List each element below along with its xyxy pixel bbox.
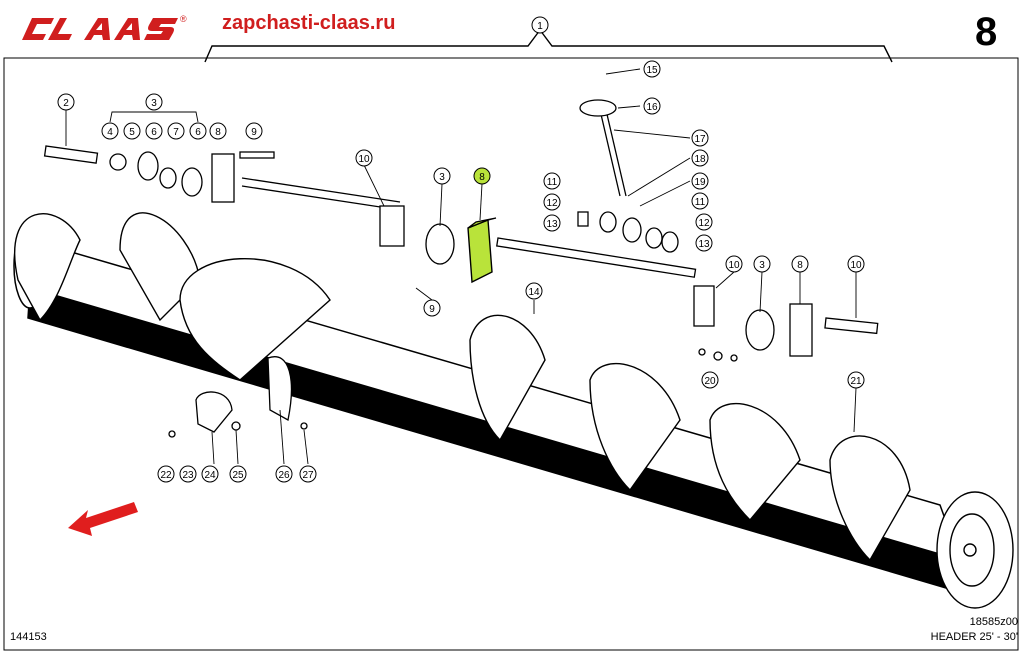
callout-11a: 11 — [547, 177, 558, 188]
model-label: HEADER 25' - 30' — [930, 631, 1018, 643]
callout-20: 20 — [704, 376, 716, 387]
callout-10c: 10 — [850, 260, 862, 271]
callout-10b: 10 — [728, 260, 740, 271]
upper-assembly — [43, 99, 879, 357]
callout-5: 5 — [129, 127, 135, 138]
callout-12a: 12 — [546, 198, 558, 209]
highlighted-part-8 — [467, 217, 497, 284]
callout-9b: 9 — [429, 304, 435, 315]
document-number: 144153 — [10, 631, 47, 643]
callout-10a: 10 — [358, 154, 370, 165]
callout-24: 24 — [204, 470, 216, 481]
figure-reference: 18585z00 — [969, 616, 1018, 628]
callout-11b: 11 — [695, 197, 706, 208]
callout-2: 2 — [63, 98, 69, 109]
callout-14: 14 — [528, 287, 540, 298]
callout-8b: 8 — [797, 260, 803, 271]
callout-27: 27 — [302, 470, 314, 481]
lower-parts — [168, 348, 738, 438]
callout-15: 15 — [646, 65, 658, 76]
callout-1: 1 — [537, 21, 543, 32]
callout-6a: 6 — [151, 127, 157, 138]
callout-19: 19 — [694, 177, 706, 188]
callout-8a: 8 — [215, 127, 221, 138]
site-url: zapchasti-claas.ru — [222, 12, 396, 34]
auger-flights — [14, 212, 911, 562]
callout-3b: 3 — [439, 172, 445, 183]
callout-23: 23 — [182, 470, 194, 481]
end-disc — [936, 491, 1014, 609]
page-number: 8 — [975, 10, 998, 54]
callout-16: 16 — [646, 102, 658, 113]
callout-13b: 13 — [698, 239, 710, 250]
callout-17: 17 — [694, 134, 706, 145]
callout-25: 25 — [232, 470, 244, 481]
callout-13a: 13 — [546, 219, 558, 230]
callout-22: 22 — [160, 470, 172, 481]
callout-21: 21 — [850, 376, 862, 387]
callout-12b: 12 — [698, 218, 710, 229]
arrow-icon — [68, 502, 138, 536]
callout-3c: 3 — [759, 260, 765, 271]
claas-logo: ® — [22, 14, 187, 40]
svg-text:®: ® — [180, 14, 187, 24]
callout-7: 7 — [173, 127, 179, 138]
callout-8-highlighted: 8 — [479, 172, 485, 183]
callout-18: 18 — [694, 154, 706, 165]
callout-6b: 6 — [195, 127, 201, 138]
callout-26: 26 — [278, 470, 290, 481]
callout-9a: 9 — [251, 127, 257, 138]
callout-4: 4 — [107, 127, 113, 138]
callout-3a: 3 — [151, 98, 157, 109]
